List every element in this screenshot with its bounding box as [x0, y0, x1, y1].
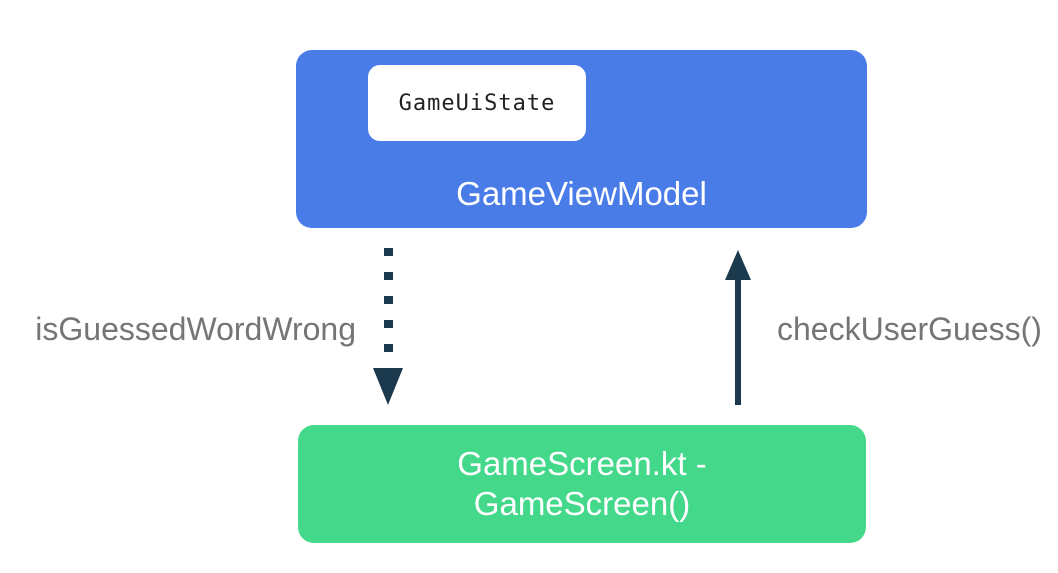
gamescreen-box: GameScreen.kt - GameScreen() [298, 425, 866, 543]
event-solid-line [735, 276, 741, 405]
arrowhead-down-icon [373, 368, 403, 405]
isguessedwordwrong-label: isGuessedWordWrong [35, 311, 356, 347]
gameuistate-label: GameUiState [398, 90, 556, 116]
gameviewmodel-label: GameViewModel [456, 175, 707, 212]
gameuistate-chip: GameUiState [368, 65, 586, 141]
state-flow-dotted-line [384, 248, 393, 358]
arrowhead-up-icon [725, 250, 751, 280]
gamescreen-label-line1: GameScreen.kt - [457, 444, 707, 482]
gamescreen-label-line2: GameScreen() [473, 485, 691, 522]
checkuserguess-label: checkUserGuess() [777, 311, 1042, 347]
gameviewmodel-box: GameUiState GameViewModel [296, 50, 867, 228]
